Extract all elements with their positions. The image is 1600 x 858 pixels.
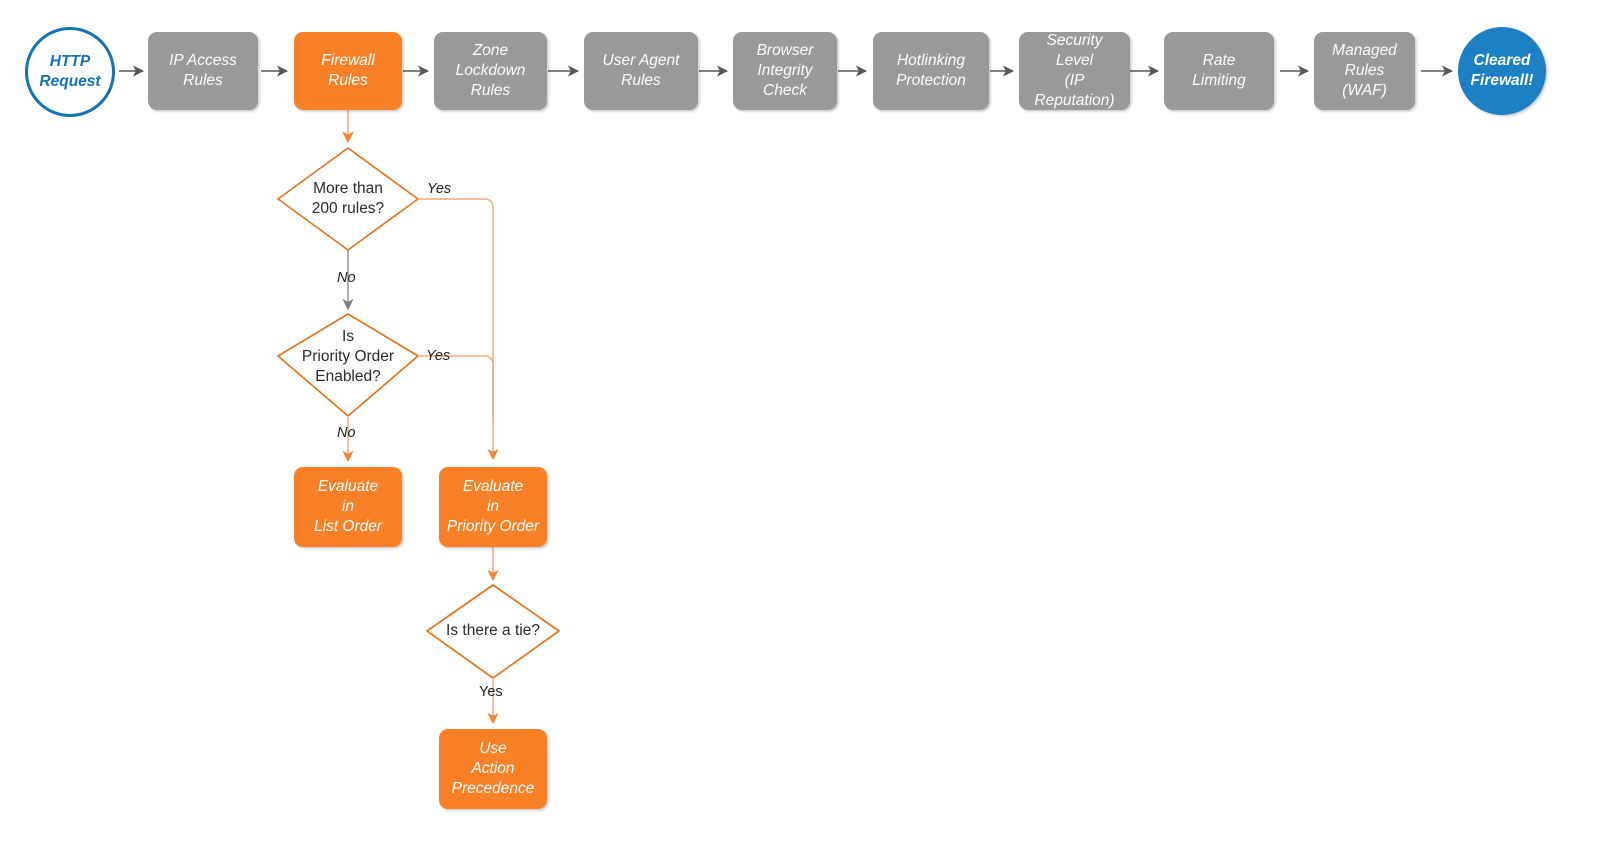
stage-ip-access-rules-label: IP Access Rules	[169, 52, 237, 89]
decision-is-priority-order-enabled[interactable]: Is Priority Order Enabled?	[272, 325, 424, 389]
edge-label-more-rules-yes: Yes	[427, 181, 452, 197]
outcome-evaluate-in-priority-order-label: Evaluate in Priority Order	[446, 478, 540, 535]
stage-managed-rules-waf[interactable]: Managed Rules (WAF)	[1314, 32, 1415, 110]
decision-more-than-200-rules[interactable]: More than 200 rules?	[278, 168, 418, 230]
start-node-label: HTTP Request	[39, 52, 101, 90]
edge-decision2-yes	[418, 355, 494, 420]
edge-decision1-yes	[418, 198, 499, 461]
stage-managed-rules-waf-label: Managed Rules (WAF)	[1332, 42, 1397, 99]
decision-more-than-200-rules-label: More than 200 rules?	[311, 179, 385, 217]
start-node-http-request[interactable]: HTTP Request	[25, 27, 115, 117]
stage-hotlinking-protection-label: Hotlinking Protection	[896, 52, 966, 89]
decision-is-there-a-tie[interactable]: Is there a tie?	[427, 616, 559, 646]
edge-label-tie-yes: Yes	[479, 684, 503, 700]
outcome-use-action-precedence[interactable]: Use Action Precedence	[439, 729, 547, 809]
stage-hotlinking-protection[interactable]: Hotlinking Protection	[873, 32, 989, 110]
stage-security-level[interactable]: Security Level (IP Reputation)	[1019, 32, 1130, 110]
outcome-evaluate-in-list-order-label: Evaluate in List Order	[313, 478, 383, 535]
stage-zone-lockdown-rules-label: Zone Lockdown Rules	[455, 42, 526, 99]
stage-rate-limiting[interactable]: Rate Limiting	[1164, 32, 1274, 110]
stage-security-level-label: Security Level (IP Reputation)	[1034, 32, 1115, 109]
stage-firewall-rules-label: Firewall Rules	[321, 52, 375, 89]
edge-label-more-rules-no: No	[337, 270, 356, 286]
stage-user-agent-rules-label: User Agent Rules	[602, 52, 680, 89]
edge-label-priority-order-no: No	[337, 425, 356, 441]
stage-browser-integrity-check[interactable]: Browser Integrity Check	[733, 32, 837, 110]
outcome-use-action-precedence-label: Use Action Precedence	[451, 740, 535, 797]
decision-is-there-a-tie-label: Is there a tie?	[446, 621, 540, 639]
end-node-label: Cleared Firewall!	[1470, 51, 1534, 89]
stage-ip-access-rules[interactable]: IP Access Rules	[148, 32, 258, 110]
stage-rate-limiting-label: Rate Limiting	[1192, 52, 1246, 89]
outcome-evaluate-in-list-order[interactable]: Evaluate in List Order	[294, 467, 402, 547]
outcome-evaluate-in-priority-order[interactable]: Evaluate in Priority Order	[439, 467, 547, 547]
end-node-cleared-firewall[interactable]: Cleared Firewall!	[1458, 27, 1546, 115]
stage-user-agent-rules[interactable]: User Agent Rules	[584, 32, 698, 110]
stage-zone-lockdown-rules[interactable]: Zone Lockdown Rules	[434, 32, 547, 110]
stage-browser-integrity-check-label: Browser Integrity Check	[756, 42, 814, 99]
decision-is-priority-order-enabled-label: Is Priority Order Enabled?	[301, 327, 395, 386]
edge-label-priority-order-yes: Yes	[426, 348, 451, 364]
stage-firewall-rules[interactable]: Firewall Rules	[294, 32, 402, 110]
